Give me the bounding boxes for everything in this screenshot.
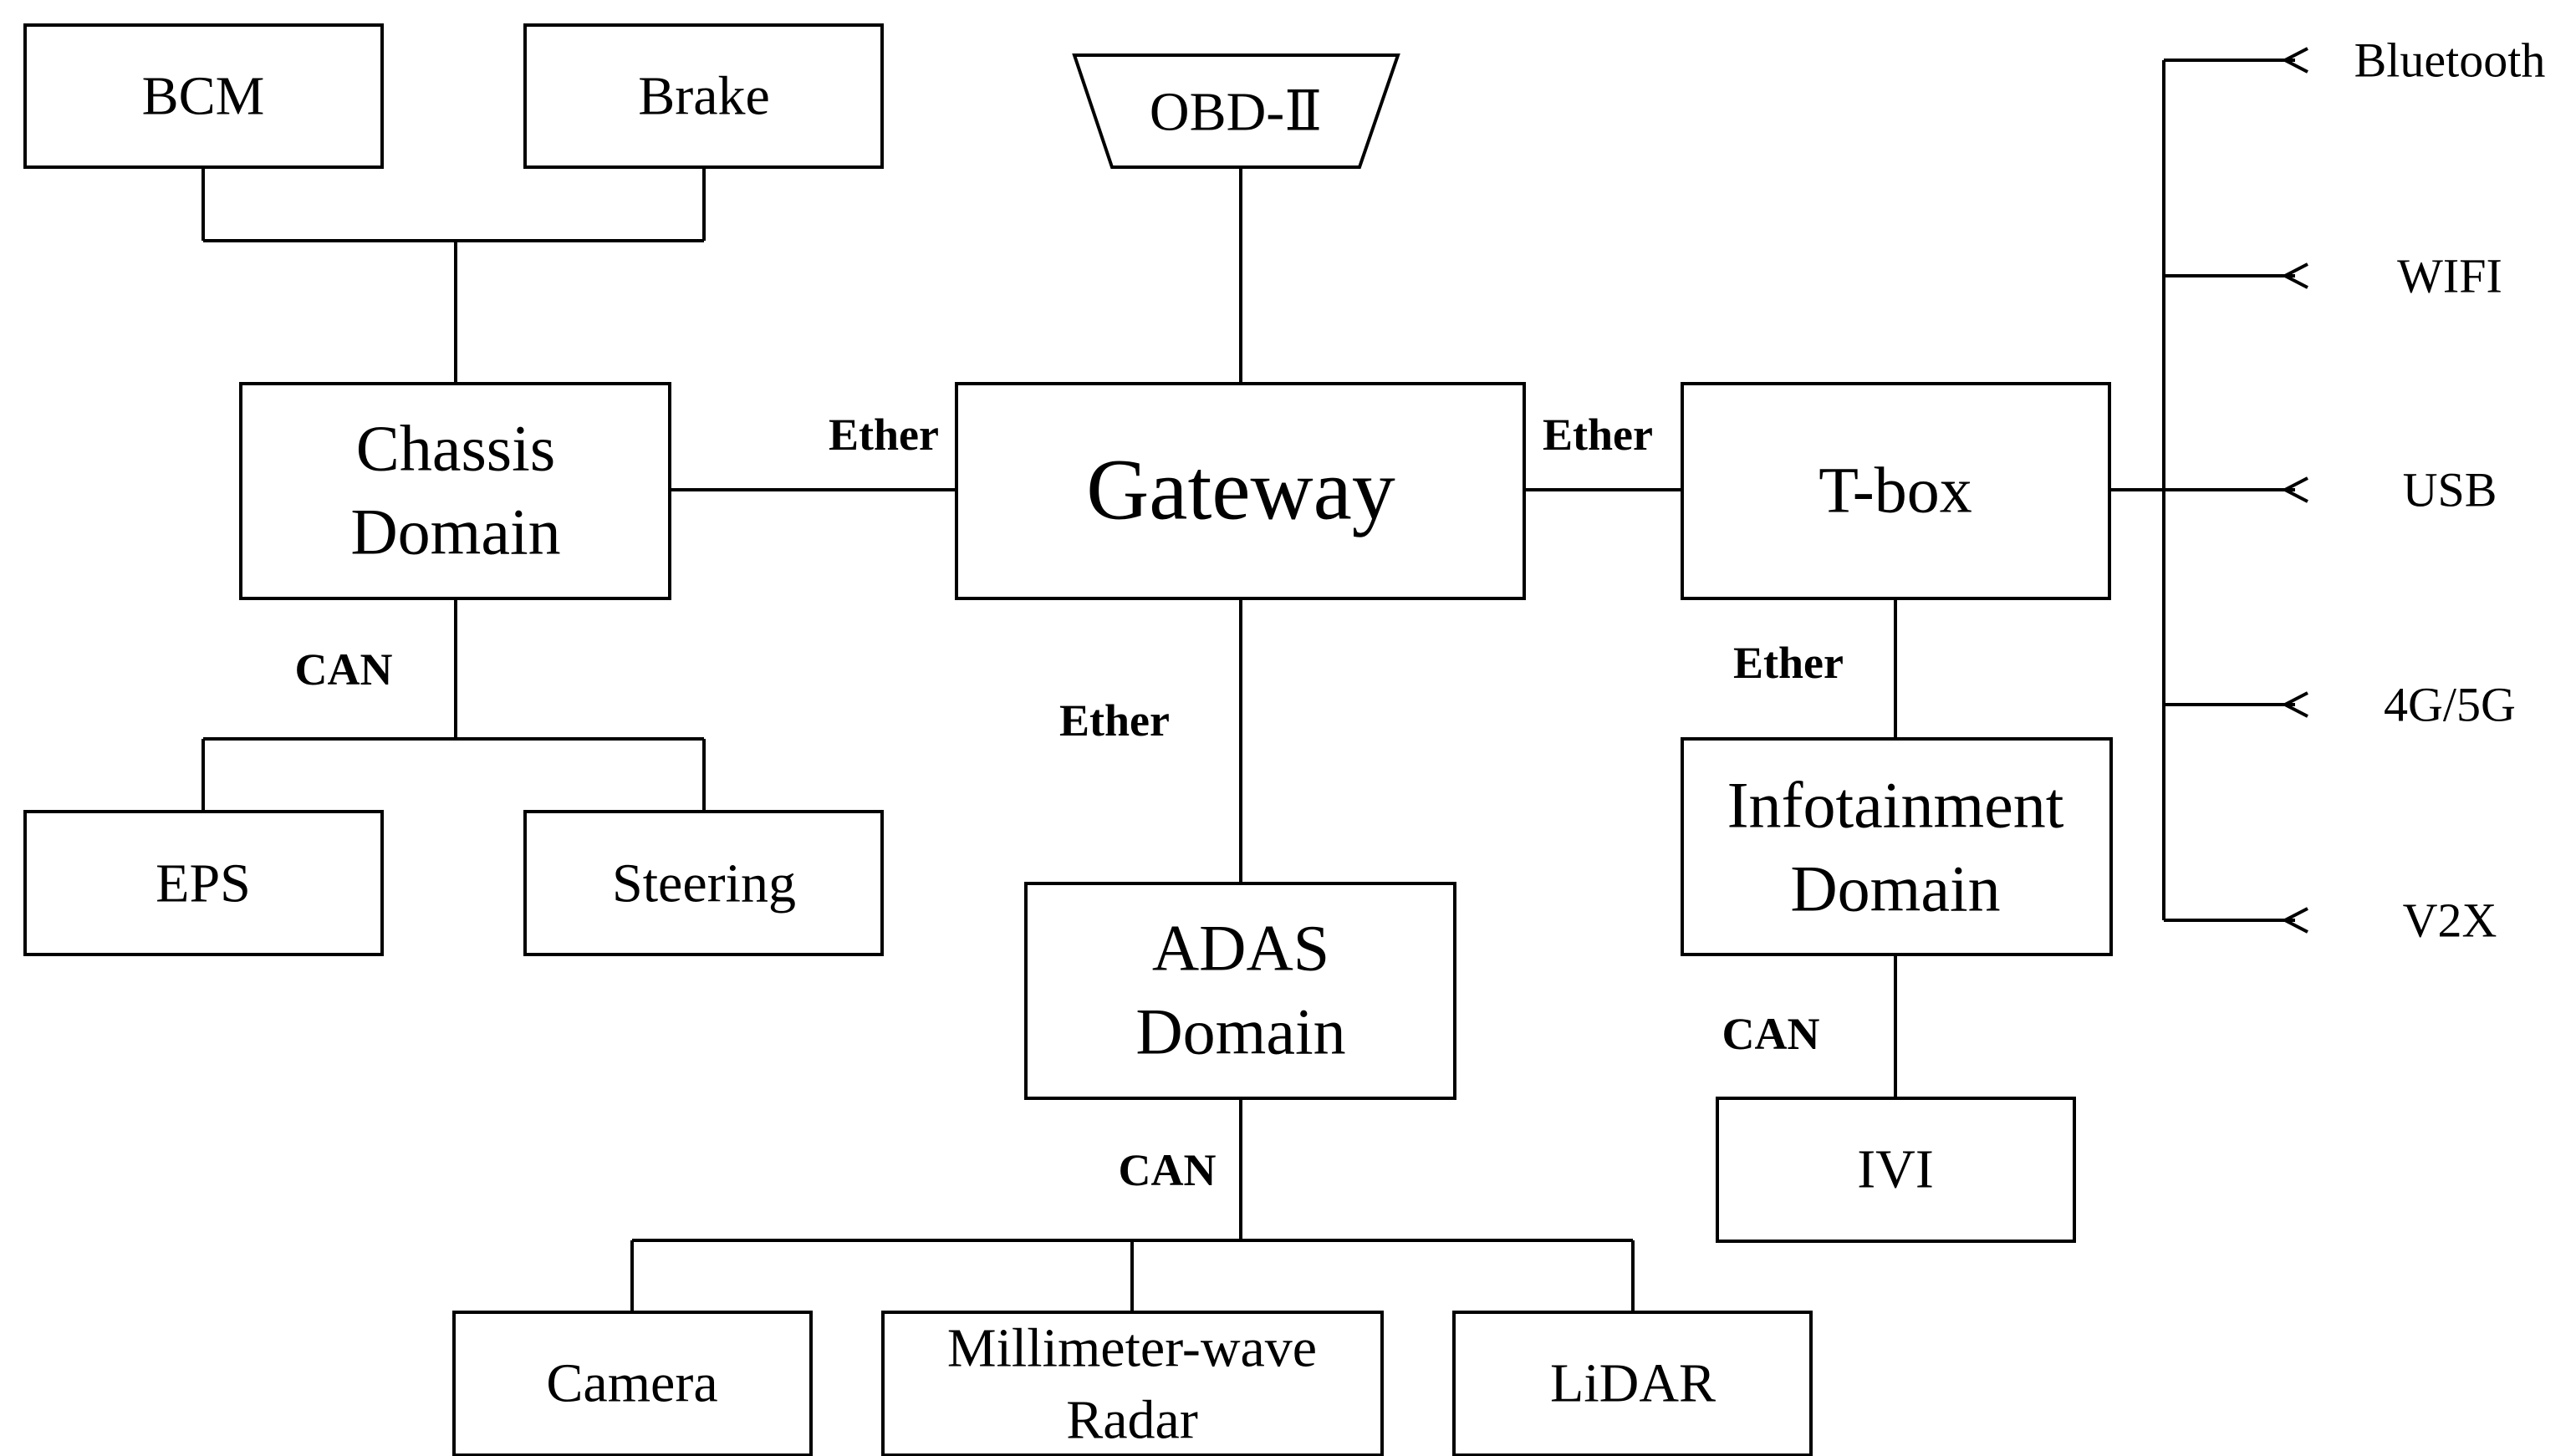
link-labels: Ether Ether Ether Ether CAN CAN CAN	[295, 410, 1844, 1195]
port-label-usb: USB	[2403, 463, 2497, 517]
node-infotainment-domain: Infotainment Domain	[1681, 737, 2113, 956]
node-brake: Brake	[523, 23, 884, 169]
chassis-gateway-link-label: Ether	[829, 410, 939, 460]
chassis-bus-link-label: CAN	[295, 644, 393, 695]
eps-label: EPS	[156, 853, 251, 914]
port-label-v2x: V2X	[2403, 893, 2497, 948]
node-lidar: LiDAR	[1452, 1311, 1813, 1456]
node-camera: Camera	[452, 1311, 813, 1456]
camera-label: Camera	[546, 1353, 717, 1414]
connection-lines	[201, 59, 2295, 1312]
node-bcm: BCM	[23, 23, 384, 169]
infotainment-ivi-link-label: CAN	[1722, 1009, 1820, 1059]
gateway-adas-link-label: Ether	[1059, 695, 1170, 746]
wifi-arrow-icon	[2281, 262, 2308, 289]
port-labels: Bluetooth WIFI USB 4G/5G V2X	[2354, 33, 2546, 948]
port-label-wifi: WIFI	[2397, 249, 2502, 303]
obd-label: OBD-Ⅱ	[1150, 82, 1322, 143]
node-gateway: Gateway	[955, 382, 1526, 600]
node-radar: Millimeter-wave Radar	[881, 1311, 1384, 1456]
bcm-label: BCM	[142, 66, 265, 127]
adas-label-line1: ADAS	[1152, 912, 1329, 985]
node-ivi: IVI	[1716, 1097, 2076, 1243]
infotainment-label-line2: Domain	[1790, 853, 2000, 925]
port-arrow-heads	[2281, 47, 2308, 934]
radar-label-line2: Radar	[1066, 1390, 1198, 1451]
port-label-cellular: 4G/5G	[2384, 678, 2516, 732]
gateway-tbox-link-label: Ether	[1543, 410, 1653, 460]
tbox-label: T-box	[1819, 454, 1972, 527]
node-chassis-domain: Chassis Domain	[239, 382, 671, 600]
node-obd: OBD-Ⅱ	[1072, 53, 1400, 169]
adas-label-line2: Domain	[1135, 995, 1345, 1068]
bluetooth-arrow-icon	[2281, 47, 2308, 74]
radar-label-line1: Millimeter-wave	[947, 1318, 1317, 1379]
v2x-arrow-icon	[2281, 907, 2308, 934]
gateway-label: Gateway	[1086, 442, 1395, 538]
chassis-label-line1: Chassis	[356, 412, 555, 485]
cellular-arrow-icon	[2281, 691, 2308, 718]
steering-label: Steering	[612, 853, 796, 914]
tbox-infotainment-link-label: Ether	[1733, 638, 1844, 688]
port-label-bluetooth: Bluetooth	[2354, 33, 2546, 88]
node-adas-domain: ADAS Domain	[1024, 882, 1456, 1100]
node-eps: EPS	[23, 810, 384, 956]
node-tbox: T-box	[1681, 382, 2111, 600]
node-steering: Steering	[523, 810, 884, 956]
usb-arrow-icon	[2281, 476, 2308, 503]
brake-label: Brake	[638, 66, 770, 127]
chassis-label-line2: Domain	[350, 496, 560, 568]
ivi-label: IVI	[1857, 1139, 1934, 1200]
infotainment-label-line1: Infotainment	[1727, 769, 2064, 842]
adas-bus-link-label: CAN	[1119, 1145, 1217, 1195]
lidar-label: LiDAR	[1550, 1353, 1716, 1414]
